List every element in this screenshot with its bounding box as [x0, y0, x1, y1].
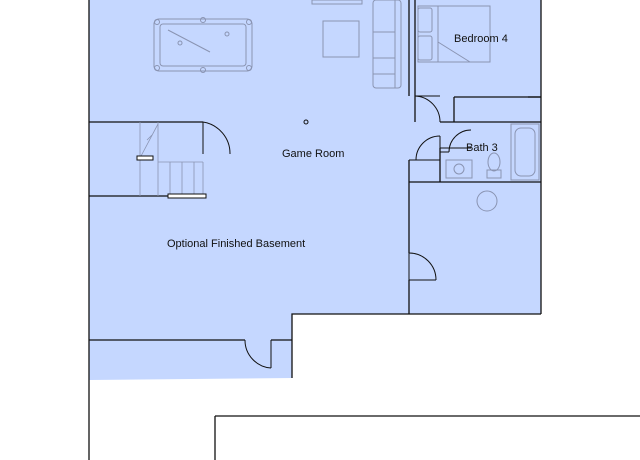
door-utility	[408, 252, 437, 281]
ceiling-light-icon	[303, 119, 309, 125]
pool-table-icon	[153, 17, 253, 73]
toilet-icon	[486, 152, 502, 179]
water-heater-icon	[476, 190, 498, 212]
room-label-game-room: Game Room	[282, 148, 344, 160]
sectional-sofa-icon	[311, 0, 402, 89]
room-label-basement: Optional Finished Basement	[167, 238, 305, 250]
doors	[202, 95, 472, 369]
outer-wall-bottom-step	[291, 313, 541, 340]
sink-icon	[445, 159, 473, 179]
main-floor-fill	[89, 0, 541, 380]
door-bath	[440, 129, 472, 153]
door-bedroom	[414, 95, 441, 123]
stair-rail-left	[136, 155, 154, 161]
door-stair	[202, 121, 231, 155]
room-label-bath-3: Bath 3	[466, 142, 498, 154]
ottoman-icon	[322, 20, 360, 58]
door-closet	[409, 135, 441, 161]
floor-area	[89, 0, 541, 380]
bathtub-icon	[510, 123, 540, 181]
walls	[88, 0, 640, 460]
bed-icon	[417, 5, 491, 63]
door-lower	[244, 339, 272, 369]
room-label-bedroom-4: Bedroom 4	[454, 33, 508, 45]
stair-rail-bottom	[167, 193, 207, 199]
